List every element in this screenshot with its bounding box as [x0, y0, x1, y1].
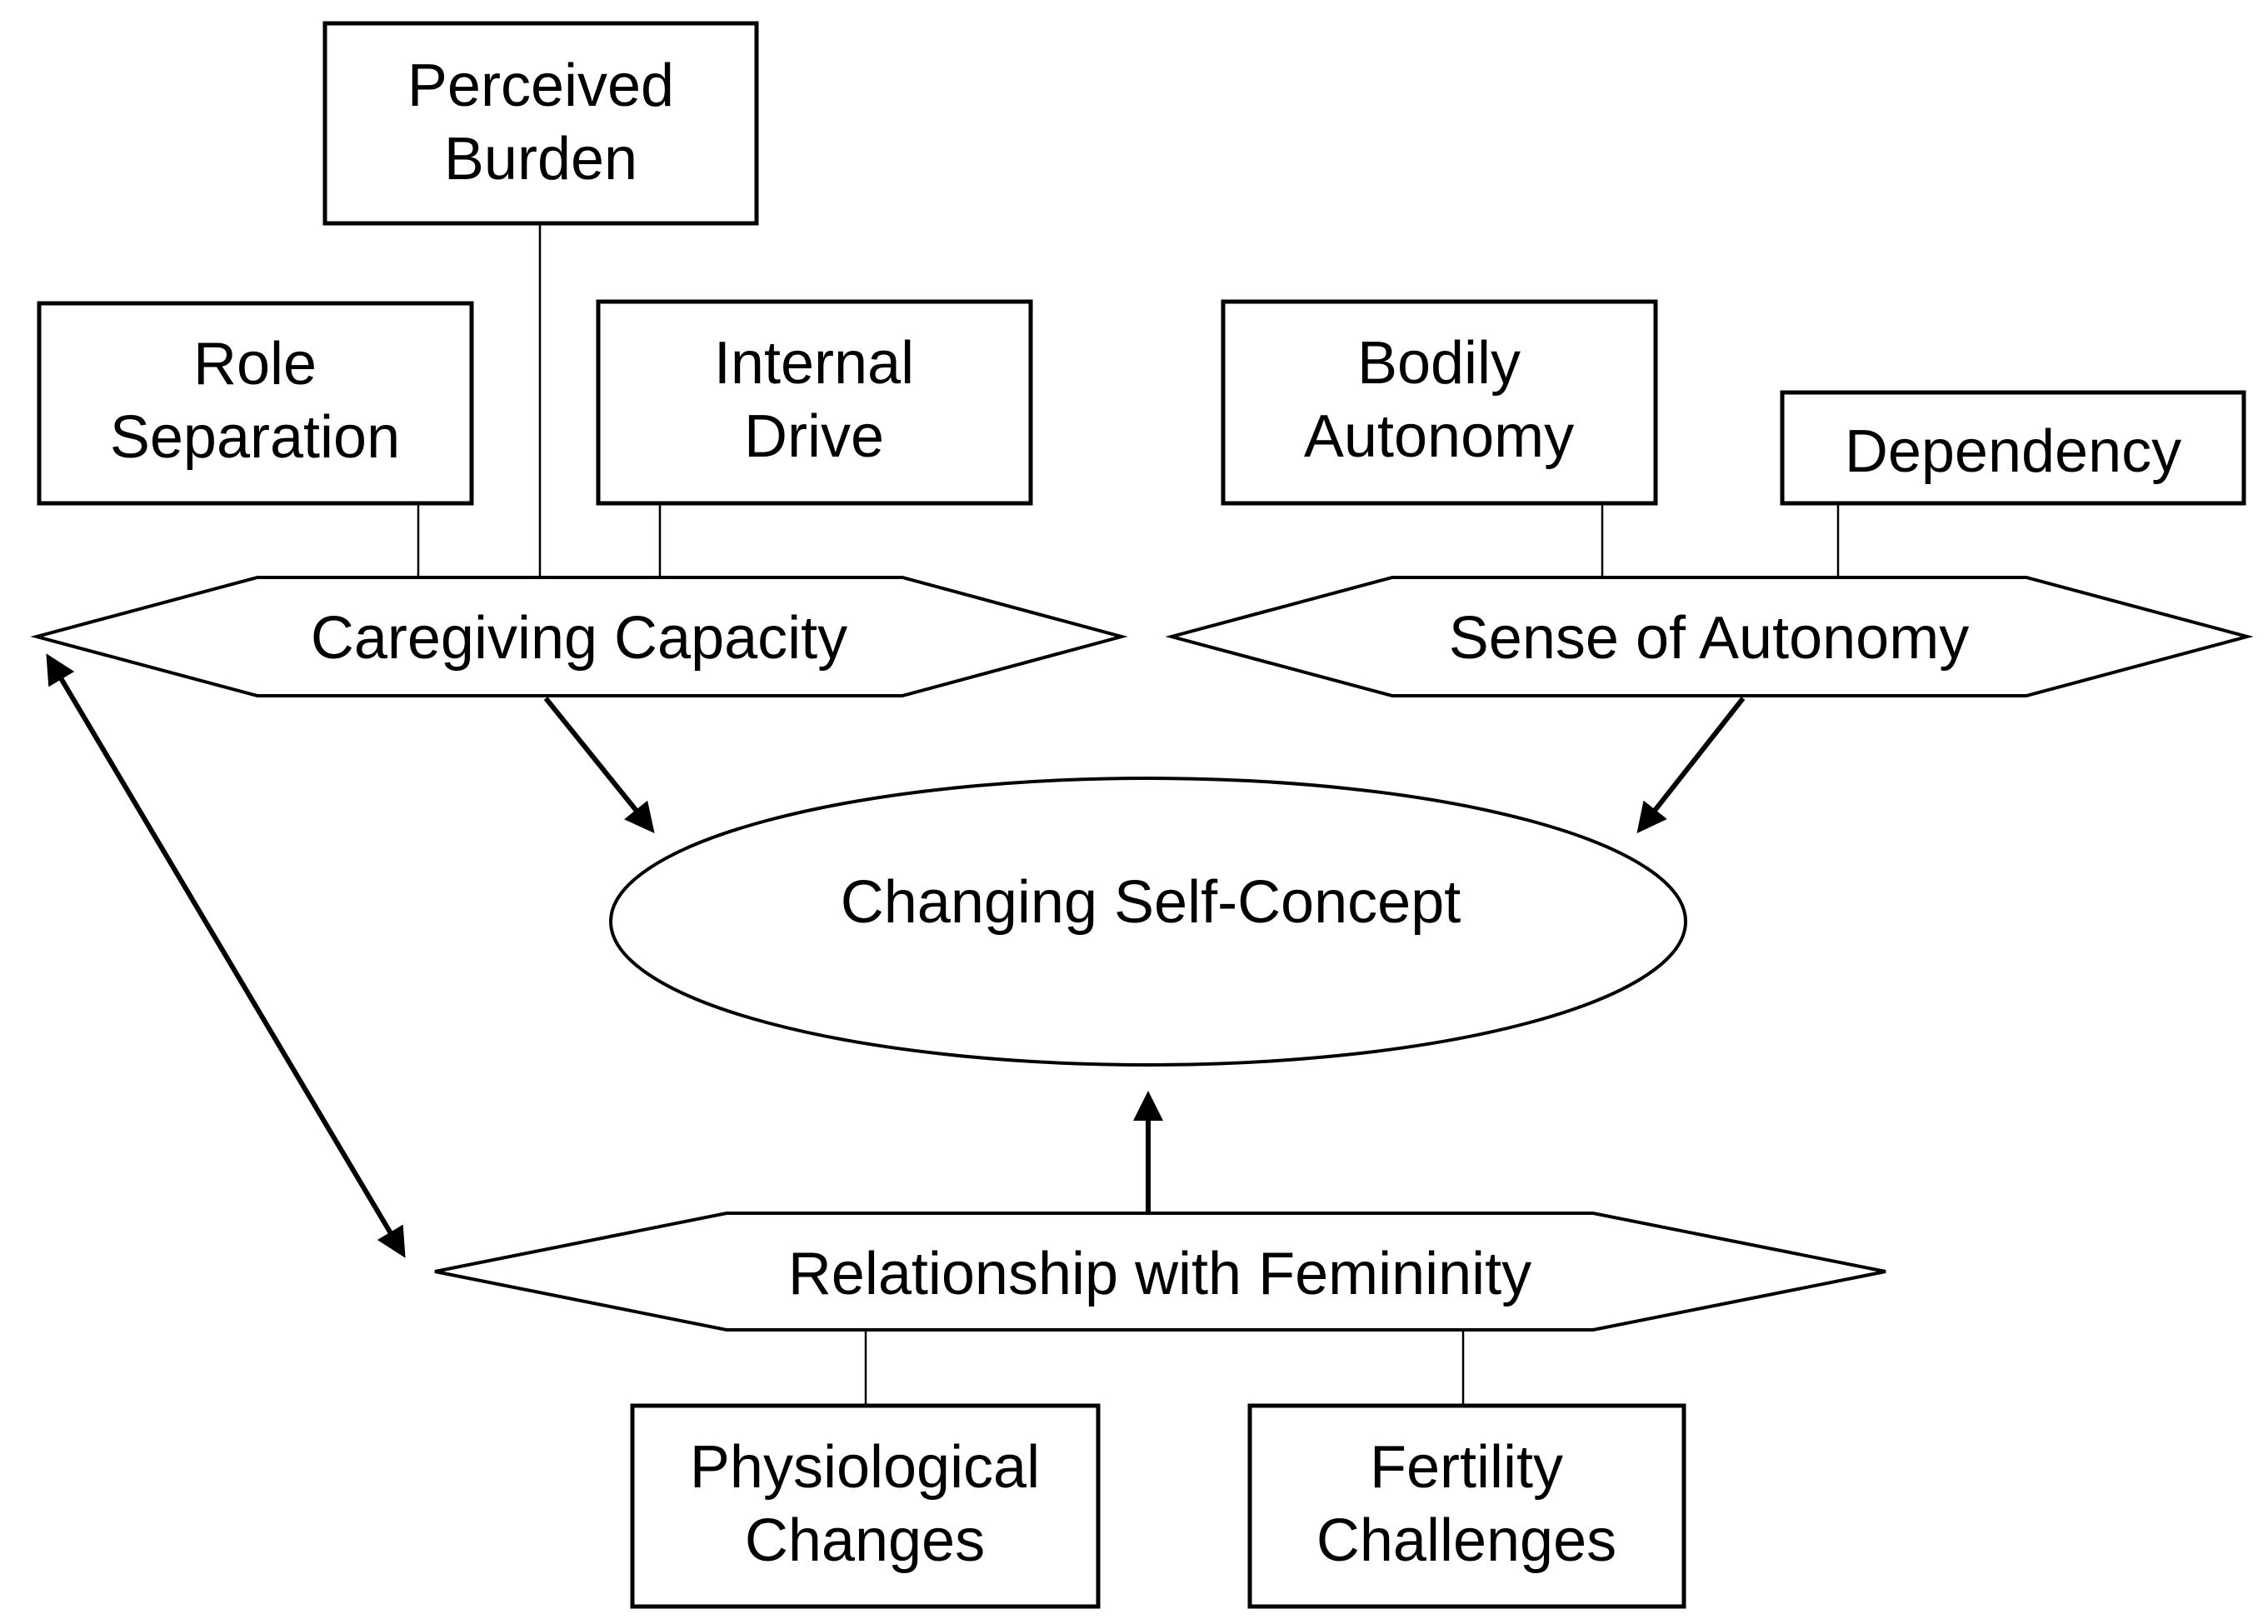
box-role-separation-line-1: Role — [193, 331, 317, 397]
box-internal-drive-line-1: Internal — [714, 330, 914, 397]
box-internal-drive: Internal Drive — [596, 299, 1033, 506]
box-role-separation: Role Separation — [37, 301, 474, 506]
theme-sense-of-autonomy-label: Sense of Autonomy — [1449, 605, 1969, 672]
box-internal-drive-line-2: Drive — [744, 403, 884, 470]
box-bodily-autonomy-line-1: Bodily — [1357, 330, 1521, 397]
arrow-caregiving-femininity-bidirectional — [46, 653, 406, 1258]
box-fertility-challenges-line-1: Fertility — [1370, 1434, 1563, 1501]
core-changing-self-concept: Changing Self-Concept — [609, 777, 1687, 1067]
box-role-separation-line-2: Separation — [110, 404, 400, 471]
arrow-autonomy-to-self-concept — [1636, 697, 1746, 834]
box-perceived-burden-line-2: Burden — [444, 126, 637, 192]
box-bodily-autonomy: Bodily Autonomy — [1221, 299, 1658, 506]
box-bodily-autonomy-line-2: Autonomy — [1304, 403, 1574, 470]
core-changing-self-concept-label: Changing Self-Concept — [841, 869, 1461, 936]
box-physiological-changes-line-2: Changes — [745, 1507, 985, 1574]
box-dependency-line-1: Dependency — [1845, 418, 2181, 485]
theme-caregiving-capacity: Caregiving Capacity — [30, 576, 1128, 697]
theme-relationship-with-femininity-label: Relationship with Femininity — [788, 1241, 1531, 1307]
box-fertility-challenges-line-2: Challenges — [1316, 1507, 1616, 1574]
box-dependency: Dependency — [1780, 390, 2246, 506]
arrow-caregiving-to-self-concept — [543, 697, 655, 834]
theme-caregiving-capacity-label: Caregiving Capacity — [311, 605, 847, 672]
theme-relationship-with-femininity: Relationship with Femininity — [434, 1212, 1886, 1332]
box-perceived-burden-line-1: Perceived — [407, 52, 674, 119]
theme-sense-of-autonomy: Sense of Autonomy — [1165, 576, 2254, 697]
box-physiological-changes: Physiological Changes — [630, 1403, 1101, 1609]
box-perceived-burden: Perceived Burden — [322, 21, 759, 226]
box-physiological-changes-line-1: Physiological — [690, 1434, 1040, 1501]
box-fertility-challenges: Fertility Challenges — [1247, 1403, 1686, 1609]
